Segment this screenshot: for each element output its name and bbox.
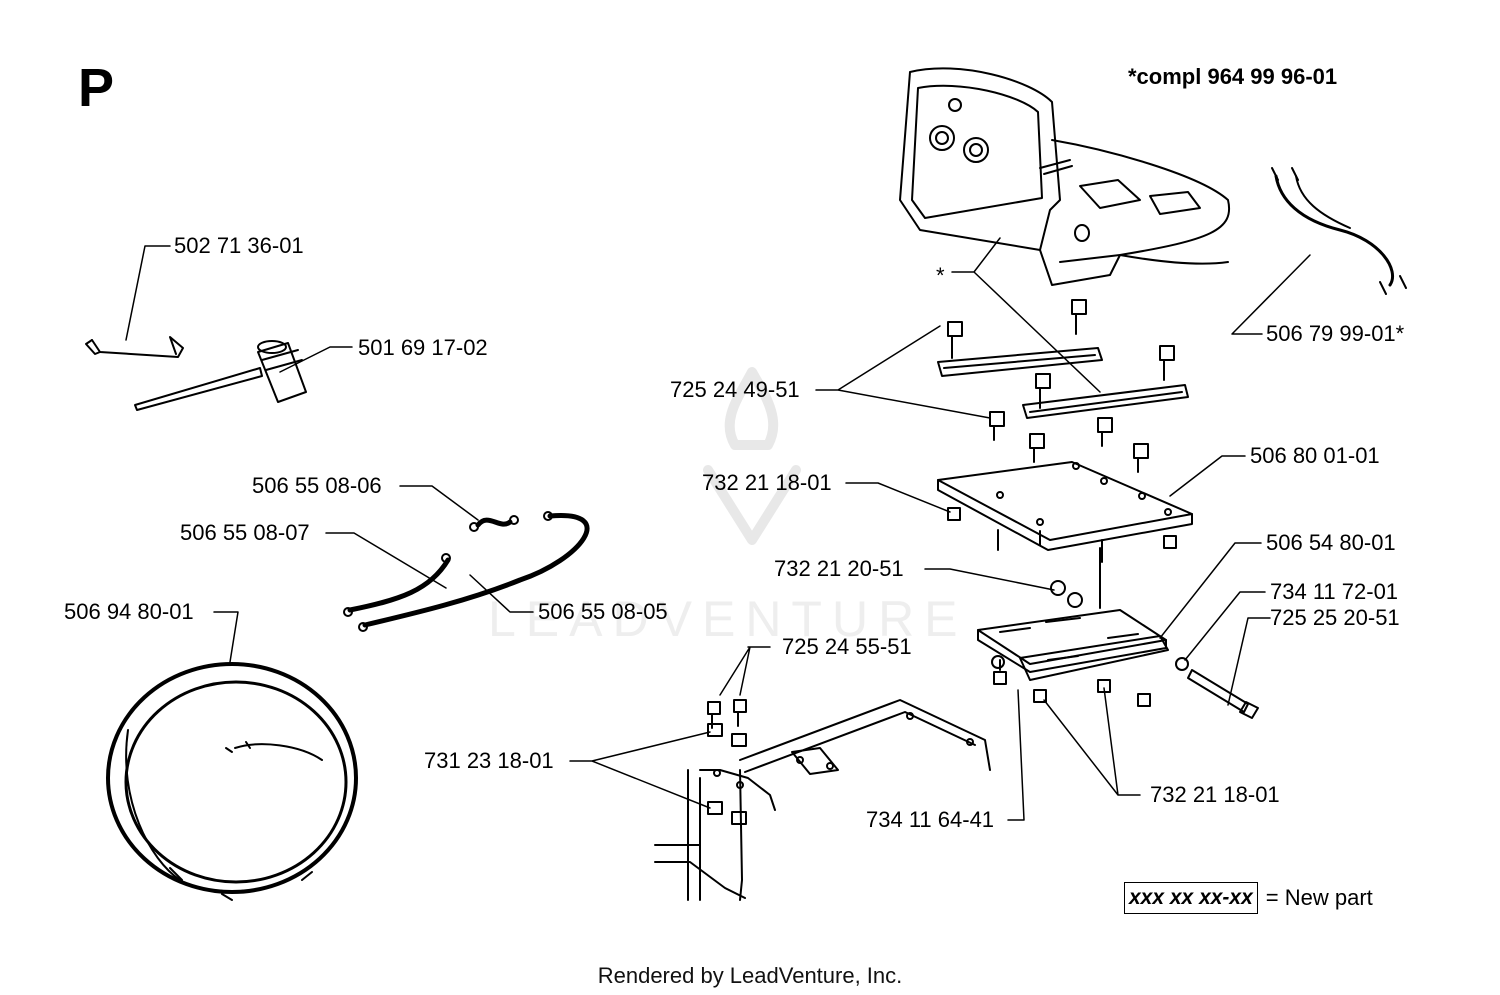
frame-drawing bbox=[654, 699, 991, 901]
part-label-hex-key: 502 71 36-01 bbox=[174, 233, 304, 258]
seat-plate-drawing bbox=[937, 461, 1193, 563]
star-marker: * bbox=[936, 263, 945, 288]
part-label-ground-cable-short: 506 55 08-06 bbox=[252, 473, 382, 498]
part-label-washer-pivot: 734 11 72-01 bbox=[1270, 579, 1399, 604]
part-label-nut-slide: 732 21 20-51 bbox=[774, 556, 904, 581]
part-label-ground-cable-long: 506 55 08-05 bbox=[538, 599, 668, 624]
part-label-frame-nuts: 731 23 18-01 bbox=[424, 748, 554, 773]
part-label-wiring-harness: 506 94 80-01 bbox=[64, 599, 194, 624]
part-label-seat-plate: 506 80 01-01 bbox=[1250, 443, 1380, 468]
part-label-bolts-frame: 725 24 55-51 bbox=[782, 634, 912, 659]
ground-cables-drawing bbox=[343, 511, 590, 632]
watermark-text: LEADVENTURE bbox=[488, 591, 968, 647]
part-label-ground-cable-mid: 506 55 08-07 bbox=[180, 520, 310, 545]
legend-text: = New part bbox=[1265, 885, 1373, 910]
seat-drawing bbox=[899, 67, 1231, 286]
part-label-washer-lower: 734 11 64-41 bbox=[866, 807, 995, 832]
part-label-seat-harness: 506 79 99-01* bbox=[1266, 321, 1405, 346]
watermark-logo bbox=[703, 367, 801, 545]
wiring-harness-drawing bbox=[106, 662, 358, 901]
part-label-slide-bracket: 506 54 80-01 bbox=[1266, 530, 1396, 555]
legend-sample: xxx xx xx-xx bbox=[1124, 882, 1258, 914]
part-label-nut-plate: 732 21 18-01 bbox=[702, 470, 832, 495]
hex-key-drawing bbox=[85, 336, 184, 358]
slide-bracket-drawing bbox=[977, 547, 1169, 707]
plug-wrench-drawing bbox=[134, 340, 307, 411]
part-label-plug-wrench: 501 69 17-02 bbox=[358, 335, 488, 360]
part-label-pivot-bolt: 725 25 20-51 bbox=[1270, 605, 1400, 630]
leader-lines bbox=[125, 237, 1311, 821]
pivot-bolt-drawing bbox=[1175, 657, 1259, 719]
footer-credit: Rendered by LeadVenture, Inc. bbox=[597, 963, 903, 988]
assembly-note: *compl 964 99 96-01 bbox=[1128, 64, 1338, 89]
seat-harness-drawing bbox=[1271, 167, 1407, 295]
seat-rails-drawing bbox=[937, 299, 1189, 473]
part-label-nut-lower: 732 21 18-01 bbox=[1150, 782, 1280, 807]
new-part-legend: xxx xx xx-xx = New part bbox=[1124, 882, 1373, 914]
part-label-bolts-upper: 725 24 49-51 bbox=[670, 377, 800, 402]
section-letter: P bbox=[78, 58, 115, 118]
